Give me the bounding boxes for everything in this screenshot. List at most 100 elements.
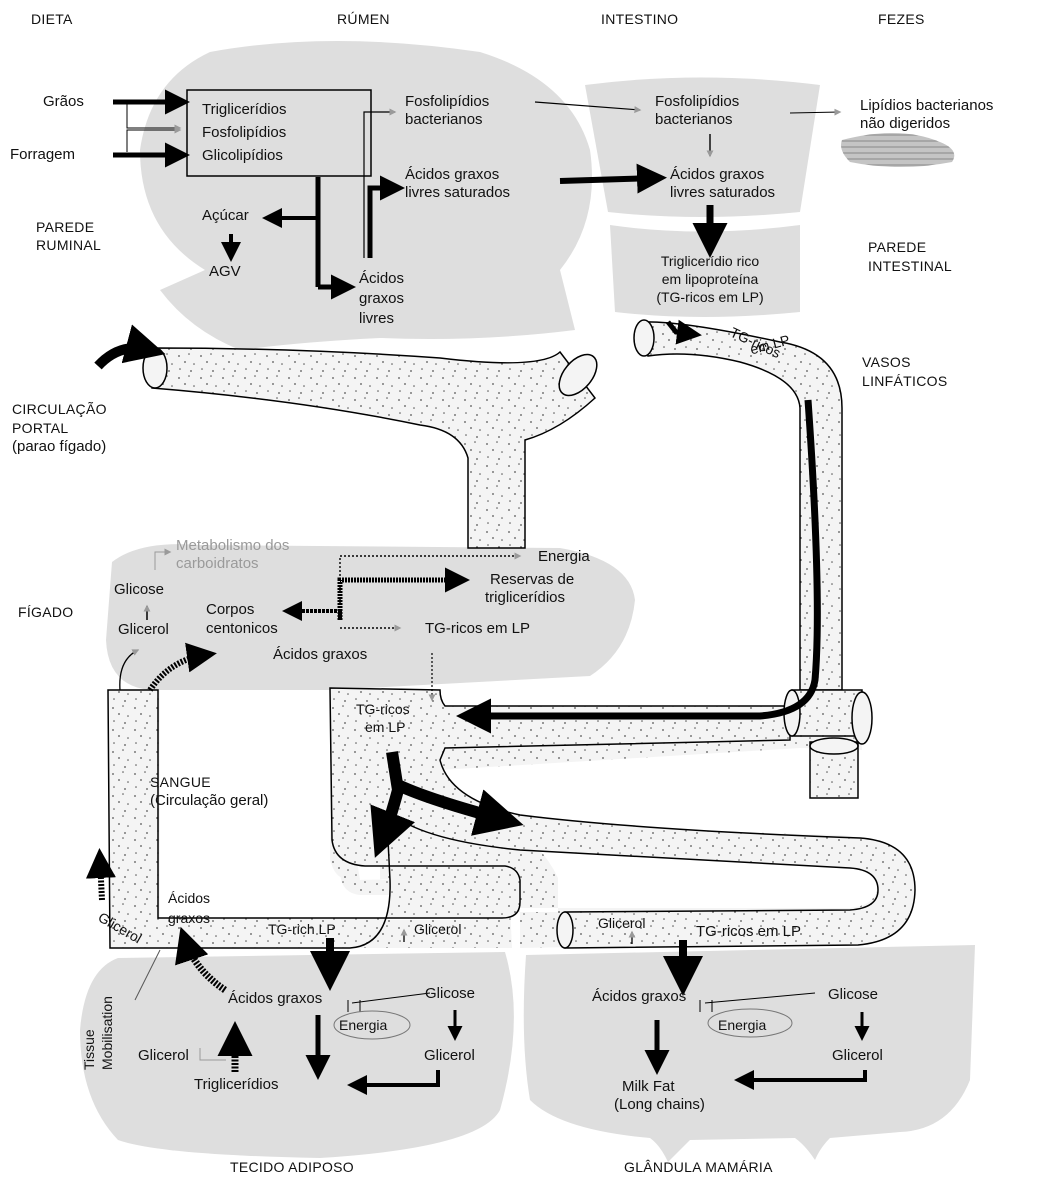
junction-end-right xyxy=(851,691,873,745)
label-adipose-glicerol-left: Glicerol xyxy=(138,1047,189,1064)
label-vasos-1: VASOS xyxy=(862,354,911,370)
footer-tecido-adiposo: TECIDO ADIPOSO xyxy=(230,1159,354,1175)
label-mammary-glicerol: Glicerol xyxy=(832,1047,883,1064)
arrow-liver-reservas xyxy=(337,567,470,620)
label-int-acidos-1: Ácidos graxos xyxy=(670,166,765,183)
label-fezes-1: Lipídios bacterianos xyxy=(860,97,994,114)
label-metab-1: Metabolismo dos xyxy=(176,537,290,554)
mammary-energia-ellipse xyxy=(707,1008,793,1038)
label-portal-3: (parao fígado) xyxy=(12,438,107,455)
header-rumen: RÚMEN xyxy=(337,11,390,27)
label-acidos-livres-2: graxos xyxy=(359,290,405,307)
rumen-lipid-box xyxy=(186,89,372,177)
arrow-liver-corpos xyxy=(282,601,342,621)
header-dieta: DIETA xyxy=(31,11,73,27)
label-parede-ruminal-1: PAREDE xyxy=(36,219,95,235)
arrow-glicerol-tg-adipose xyxy=(347,1070,440,1095)
label-parede-ruminal-2: RUMINAL xyxy=(36,237,102,253)
label-corpos-2: centonicos xyxy=(206,620,278,637)
label-int-tg-3: (TG-ricos em LP) xyxy=(656,289,764,305)
arrow-up-acidos-sat xyxy=(367,175,405,258)
label-int-fosfo-1: Fosfolipídios xyxy=(655,93,740,110)
label-tg-rich-lp: TG-rich LP xyxy=(268,921,336,937)
label-liver-glicose: Glicose xyxy=(114,581,165,598)
label-mammary-tg: TG-ricos em LP xyxy=(696,923,802,940)
label-reservas-2: triglicerídios xyxy=(485,589,566,606)
label-liver-energia: Energia xyxy=(538,548,590,565)
label-blood-tg-1: TG-ricos xyxy=(356,701,410,717)
label-blood-glicerol: Glicerol xyxy=(414,921,462,937)
line-mobilisation xyxy=(134,949,161,1001)
label-vasos-2: LINFÁTICOS xyxy=(862,373,948,389)
arrow-fosfo-intestine xyxy=(534,101,642,114)
junction-end-top xyxy=(809,737,859,755)
line-adipose-energia xyxy=(347,992,431,1012)
label-fezes-2: não digeridos xyxy=(860,115,951,132)
label-mammary-acidos: Ácidos graxos xyxy=(592,988,687,1005)
label-blood-acidos-1: Ácidos xyxy=(168,890,211,906)
label-adipose-energia: Energia xyxy=(339,1017,388,1033)
label-figado: FÍGADO xyxy=(18,604,74,620)
label-portal-2: PORTAL xyxy=(12,420,69,436)
line-mammary-energia xyxy=(699,992,816,1012)
label-mammary-glicose: Glicose xyxy=(828,986,879,1003)
label-acidos-sat-2: livres saturados xyxy=(405,184,511,201)
arrow-up-fosfo xyxy=(363,108,397,258)
label-liver-tg: TG-ricos em LP xyxy=(425,620,531,637)
portal-vein xyxy=(151,347,597,549)
adipose-region xyxy=(80,952,514,1158)
label-forragem: Forragem xyxy=(10,146,76,163)
label-reservas-1: Reservas de xyxy=(490,571,575,588)
label-sangue-1: SANGUE xyxy=(150,774,211,790)
adipose-energia-ellipse xyxy=(333,1010,411,1040)
intestine-wall-region xyxy=(610,225,800,317)
arrow-tg-mammary xyxy=(395,779,524,836)
lymph-vessel xyxy=(639,321,843,691)
lymph-vessel-end xyxy=(633,319,655,357)
arrow-forragem-thin xyxy=(126,126,182,152)
arrow-into-portal xyxy=(94,324,166,370)
arrow-into-lymph xyxy=(666,319,702,345)
liver-region xyxy=(106,544,635,690)
label-acidos-livres-3: livres xyxy=(359,310,395,327)
label-mobil-1: Tissue xyxy=(81,1029,97,1070)
label-adipose-glicose: Glicose xyxy=(425,985,476,1002)
feces-region xyxy=(841,132,955,167)
label-milk-fat-1: Milk Fat xyxy=(622,1078,675,1095)
label-metab-2: carboidratos xyxy=(176,555,259,572)
mammary-region xyxy=(523,945,975,1162)
label-fosfo-bact-2: bacterianos xyxy=(405,111,483,128)
label-adipose-glicerol-right: Glicerol xyxy=(424,1047,475,1064)
header-fezes: FEZES xyxy=(878,11,925,27)
portal-vein-branch-end xyxy=(558,353,598,397)
arrow-tg-glicerol-left xyxy=(199,1048,226,1061)
label-acidos-livres-1: Ácidos xyxy=(359,270,405,287)
label-int-tg-1: Triglicerídio rico xyxy=(660,253,760,269)
label-acucar: Açúcar xyxy=(202,207,249,224)
arrow-acidos-intestine xyxy=(559,163,667,194)
label-liver-acidos: Ácidos graxos xyxy=(273,646,368,663)
label-blood-tg-2: em LP xyxy=(365,719,406,735)
label-liver-glicerol: Glicerol xyxy=(118,621,169,638)
label-mammary-glicerol-top: Glicerol xyxy=(598,915,646,931)
label-blood-acidos-2: graxos xyxy=(168,910,211,926)
mammary-vessel-end xyxy=(556,911,574,949)
box-triglicerideos: Triglicerídios xyxy=(202,101,287,118)
label-int-acidos-2: livres saturados xyxy=(670,184,776,201)
label-milk-fat-2: (Long chains) xyxy=(614,1096,705,1113)
label-mammary-energia: Energia xyxy=(718,1017,767,1033)
label-adipose-tg: Triglicerídios xyxy=(194,1076,279,1093)
label-fosfo-bact-1: Fosfolipídios xyxy=(405,93,490,110)
label-int-tg-2: em lipoproteína xyxy=(661,271,759,287)
label-int-fosfo-2: bacterianos xyxy=(655,111,733,128)
arrow-blood-glicerol xyxy=(119,649,140,691)
label-parede-intestinal-1: PAREDE xyxy=(868,239,927,255)
label-corpos-1: Corpos xyxy=(206,601,255,618)
box-glicolipideos: Glicolipídios xyxy=(202,147,283,164)
label-graos: Grãos xyxy=(43,93,84,110)
label-mobil-2: Mobilisation xyxy=(99,996,115,1070)
box-fosfolipideos: Fosfolipídios xyxy=(202,124,287,141)
arrow-lymph-down xyxy=(456,399,821,734)
label-adipose-acidos: Ácidos graxos xyxy=(228,990,323,1007)
